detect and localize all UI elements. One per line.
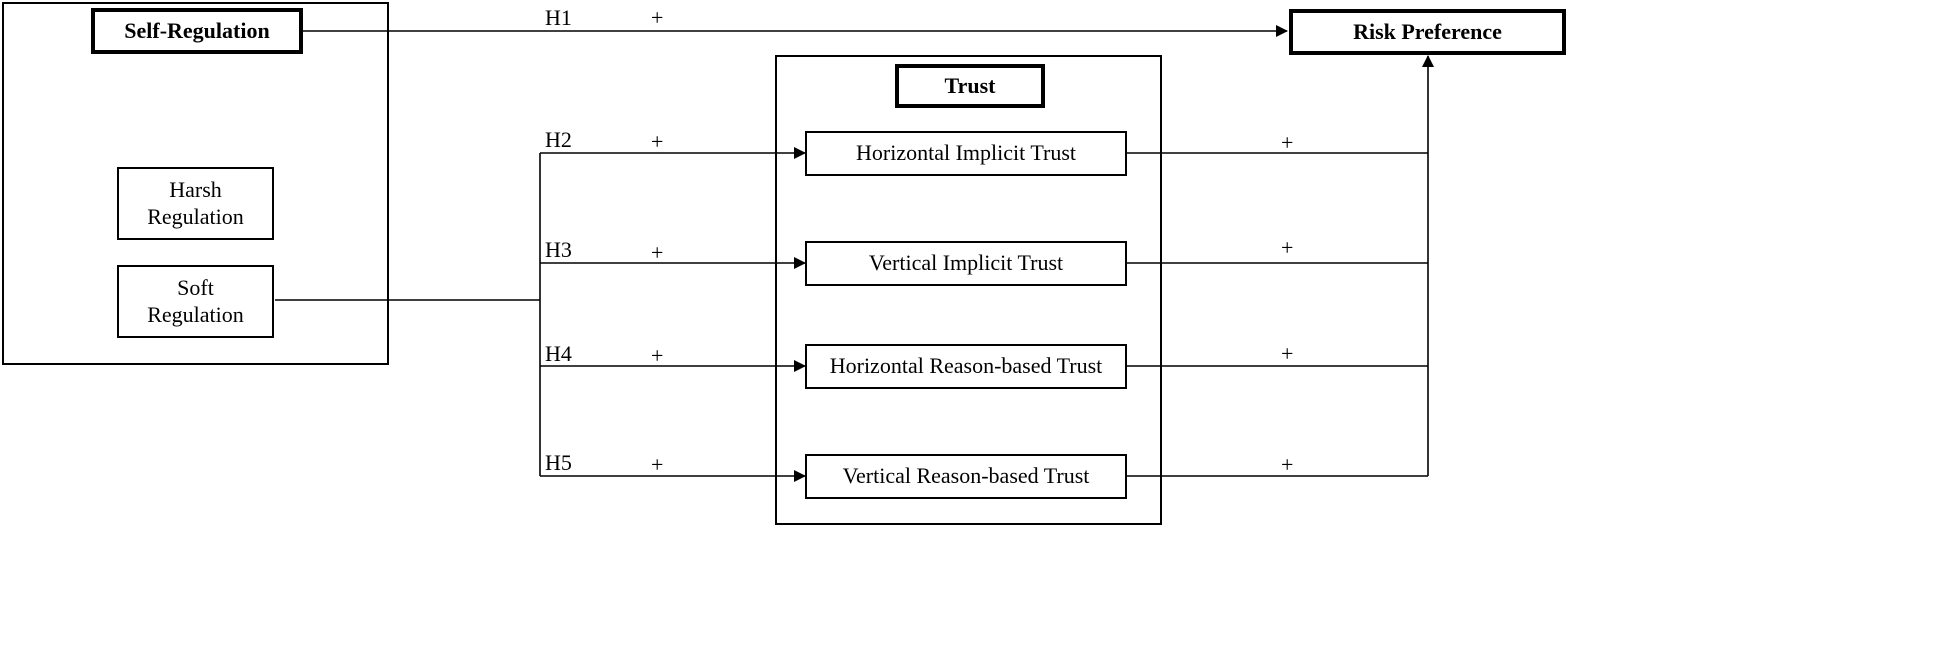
h2-label: H2 (545, 127, 572, 152)
out2-sign: + (1281, 235, 1294, 260)
horizontal-implicit-trust-box: Horizontal Implicit Trust (805, 131, 1127, 176)
self-regulation-group (2, 2, 389, 365)
out4-sign: + (1281, 452, 1294, 477)
h4-sign: + (651, 343, 664, 368)
trust-title-text: Trust (944, 72, 996, 98)
self-regulation-title: Self-Regulation (91, 8, 303, 54)
soft-regulation-line2: Regulation (147, 301, 244, 327)
h3-sign: + (651, 240, 664, 265)
risk-preference-text: Risk Preference (1353, 18, 1502, 44)
h2-sign: + (651, 129, 664, 154)
out3-sign: + (1281, 341, 1294, 366)
horizontal-reason-trust-text: Horizontal Reason-based Trust (829, 353, 1103, 379)
horizontal-reason-trust-box: Horizontal Reason-based Trust (805, 344, 1127, 389)
h1-sign: + (651, 5, 664, 30)
soft-regulation-line1: Soft (177, 275, 214, 301)
h5-label: H5 (545, 450, 572, 475)
vertical-reason-trust-box: Vertical Reason-based Trust (805, 454, 1127, 499)
soft-regulation-box: Soft Regulation (117, 265, 274, 338)
h4-label: H4 (545, 341, 572, 366)
harsh-regulation-box: Harsh Regulation (117, 167, 274, 240)
vertical-implicit-trust-box: Vertical Implicit Trust (805, 241, 1127, 286)
risk-preference-box: Risk Preference (1289, 9, 1566, 55)
horizontal-implicit-trust-text: Horizontal Implicit Trust (856, 140, 1076, 166)
vertical-reason-trust-text: Vertical Reason-based Trust (842, 463, 1090, 489)
h5-sign: + (651, 452, 664, 477)
harsh-regulation-line2: Regulation (147, 203, 244, 229)
vertical-implicit-trust-text: Vertical Implicit Trust (868, 250, 1064, 276)
h1-label: H1 (545, 5, 572, 30)
out1-sign: + (1281, 130, 1294, 155)
self-regulation-title-text: Self-Regulation (124, 17, 270, 43)
h3-label: H3 (545, 237, 572, 262)
harsh-regulation-line1: Harsh (169, 177, 222, 203)
trust-title: Trust (895, 64, 1045, 108)
trust-group (775, 55, 1162, 525)
